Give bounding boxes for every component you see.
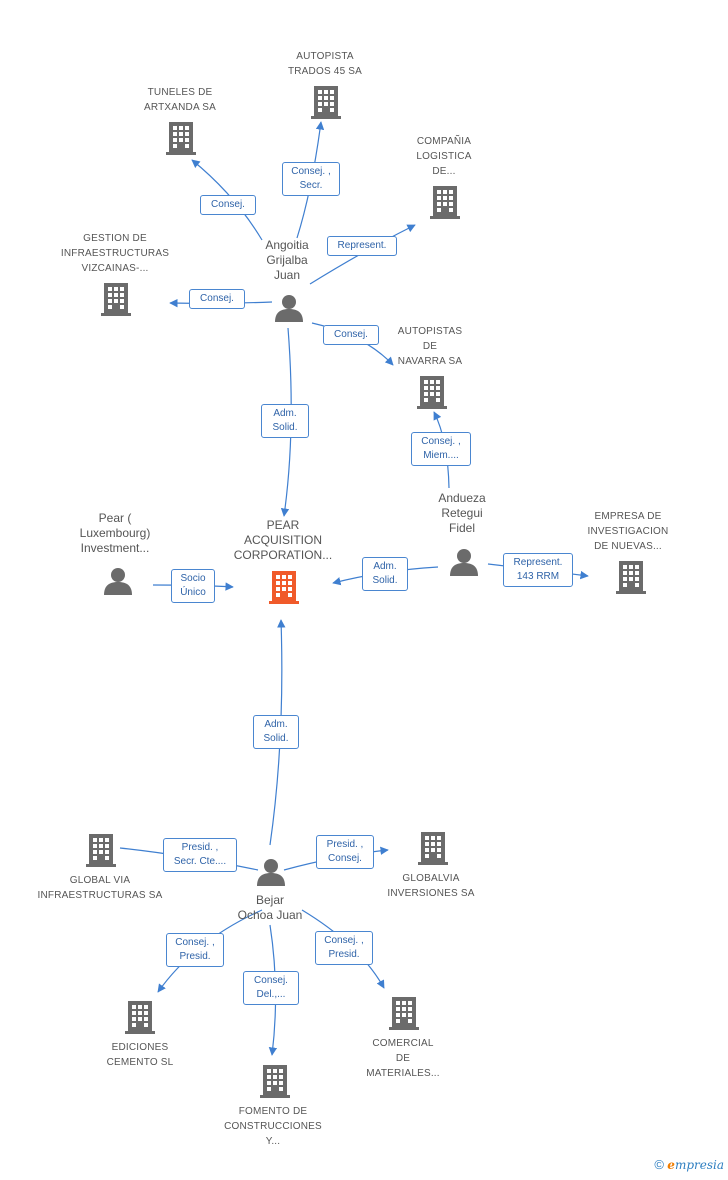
- node-gestion-infra[interactable]: GESTION DE INFRAESTRUCTURAS VIZCAINAS-..…: [60, 233, 170, 274]
- node-empresa-investigacion[interactable]: EMPRESA DE INVESTIGACION DE NUEVAS...: [587, 511, 669, 552]
- edge-label-consej-navarra: Consej.: [323, 325, 379, 345]
- brand-name: mpresia: [674, 1158, 724, 1172]
- node-pear-acquisition[interactable]: PEAR ACQUISITION CORPORATION...: [233, 518, 333, 562]
- edge-label-consej-secr: Consej. , Secr.: [282, 162, 340, 196]
- copyright-icon: ©: [654, 1157, 664, 1172]
- node-globalvia-inversiones[interactable]: GLOBALVIA INVERSIONES SA: [387, 873, 475, 899]
- building-icon-tuneles: [166, 122, 196, 155]
- node-autopista-trados[interactable]: AUTOPISTA TRADOS 45 SA: [287, 51, 363, 77]
- building-icon-pear-acquisition: [269, 571, 299, 604]
- node-ediciones-cemento[interactable]: EDICIONES CEMENTO SL: [106, 1042, 174, 1068]
- node-comercial-materiales[interactable]: COMERCIAL DE MATERIALES...: [366, 1038, 440, 1079]
- node-compania-logistica[interactable]: COMPAÑIA LOGISTICA DE...: [416, 136, 472, 177]
- edge-label-consej-tuneles: Consej.: [200, 195, 256, 215]
- building-icon-trados: [311, 86, 341, 119]
- edge-label-represent-logistica: Represent.: [327, 236, 397, 256]
- building-icon-comercial: [389, 997, 419, 1030]
- edge-label-presid-consej: Presid. , Consej.: [316, 835, 374, 869]
- building-icon-ediciones: [125, 1001, 155, 1034]
- footer-brand: © empresia: [654, 1157, 724, 1172]
- edge-label-represent-143: Represent. 143 RRM: [503, 553, 573, 587]
- building-icon-gestion: [101, 283, 131, 316]
- building-icon-navarra: [417, 376, 447, 409]
- node-andueza[interactable]: Andueza Retegui Fidel: [438, 491, 486, 535]
- edge-label-consej-gestion: Consej.: [189, 289, 245, 309]
- node-autopistas-navarra[interactable]: AUTOPISTAS DE NAVARRA SA: [397, 326, 463, 367]
- edge-label-socio-unico: Socio Único: [171, 569, 215, 603]
- building-icon-global-via: [86, 834, 116, 867]
- edge-label-consej-del: Consej. Del.,...: [243, 971, 299, 1005]
- brand-logo-e: e: [667, 1158, 675, 1172]
- person-icon-pearlux: [104, 568, 132, 595]
- node-fomento-construcciones[interactable]: FOMENTO DE CONSTRUCCIONES Y...: [224, 1106, 322, 1147]
- edge-label-consej-miem: Consej. , Miem....: [411, 432, 471, 466]
- edge-label-adm-solid-bejar: Adm. Solid.: [253, 715, 299, 749]
- edge-label-adm-solid-angoitia: Adm. Solid.: [261, 404, 309, 438]
- edge-label-adm-solid-andueza: Adm. Solid.: [362, 557, 408, 591]
- node-global-via[interactable]: GLOBAL VIA INFRAESTRUCTURAS SA: [37, 875, 163, 901]
- building-icon-logistica: [430, 186, 460, 219]
- edge-label-consej-presid-ediciones: Consej. , Presid.: [166, 933, 224, 967]
- edge-label-consej-presid-comercial: Consej. , Presid.: [315, 931, 373, 965]
- node-bejar[interactable]: Bejar Ochoa Juan: [237, 893, 303, 922]
- node-pear-luxembourg[interactable]: Pear ( Luxembourg) Investment...: [79, 511, 151, 555]
- node-angoitia[interactable]: Angoitia Grijalba Juan: [265, 238, 309, 282]
- building-icon-globalvia-inv: [418, 832, 448, 865]
- person-icon-angoitia: [275, 295, 303, 322]
- person-icon-bejar: [257, 859, 285, 886]
- node-tuneles-artxanda[interactable]: TUNELES DE ARTXANDA SA: [143, 87, 217, 113]
- building-icon-fomento: [260, 1065, 290, 1098]
- edge-label-presid-secr-cte: Presid. , Secr. Cte....: [163, 838, 237, 872]
- building-icon-empresa: [616, 561, 646, 594]
- person-icon-andueza: [450, 549, 478, 576]
